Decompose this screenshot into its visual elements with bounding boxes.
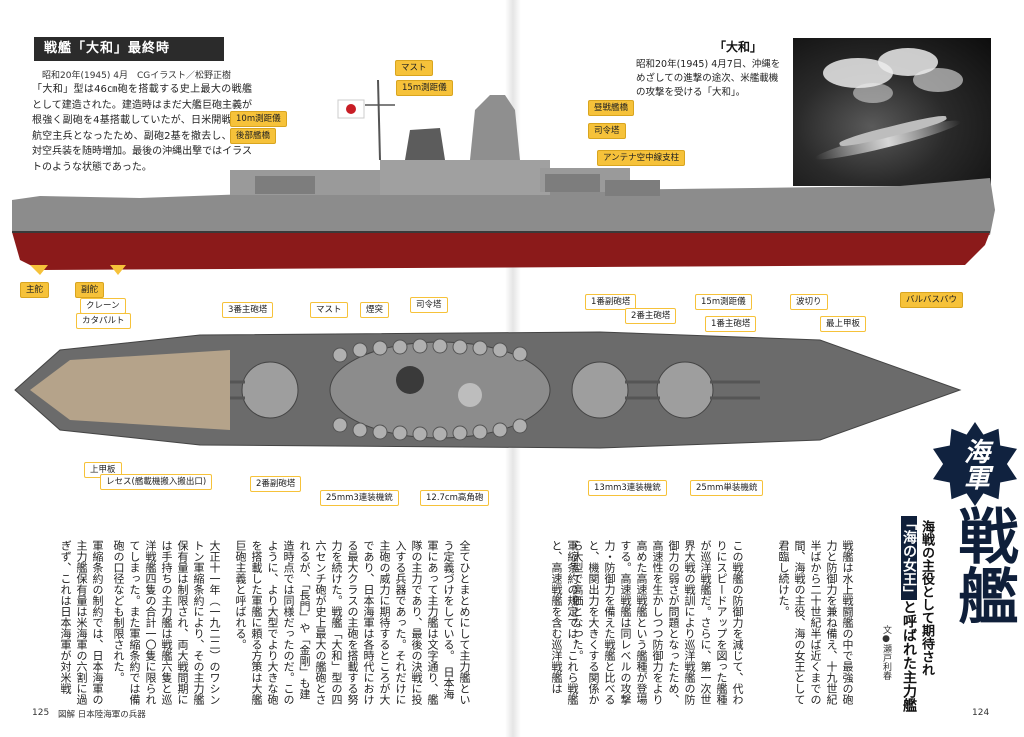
label-breakwater: 波切り <box>790 294 828 310</box>
illustration-credit: 昭和20年(1945) 4月 CGイラスト／松野正樹 <box>42 71 232 81</box>
tagline-rest: と呼ばれた主力艦 <box>901 600 917 712</box>
photo-title: 「大和」 <box>714 40 763 54</box>
photo-caption: 昭和20年(1945) 4月7日、沖縄をめざしての進撃の途次、米艦載機の攻撃を受… <box>636 59 781 98</box>
smoke-cloud <box>913 68 963 92</box>
kaigun-badge: 海軍 <box>933 422 1017 506</box>
label-mast: マスト <box>395 60 433 76</box>
badge-text: 海軍 <box>959 438 990 490</box>
label-crane: クレーン <box>80 298 126 314</box>
label-main-bridge: 昼戦艦橋 <box>588 100 635 116</box>
ship-side-view <box>12 79 995 275</box>
turret-2-side <box>545 174 600 192</box>
book-title: 図解 日本陸海軍の兵器 <box>58 710 146 720</box>
label-antenna-support: アンテナ空中線支柱 <box>597 150 686 166</box>
label-catapult: カタパルト <box>76 313 131 329</box>
diagram-title: 戦艦「大和」最終時 <box>34 37 224 61</box>
turret-3-side <box>255 176 315 194</box>
label-upper-deck: 最上甲板 <box>820 316 867 332</box>
label-aux-rudder: 副舵 <box>75 282 105 298</box>
label-command-tower: 司令塔 <box>588 123 626 139</box>
label-10m-rangefinder: 10m測距儀 <box>230 111 287 127</box>
feature-tagline-a: 海戦の主役として期待され <box>919 520 934 676</box>
label-15m-rangefinder: 15m測距儀 <box>396 80 453 96</box>
label-aa13-triple: 13mm3連装機銃 <box>588 480 667 496</box>
label-recess: レセス(艦載機搬入搬出口) <box>100 474 213 490</box>
body-column: この戦艦の防御力を減じて、代わりにスピードアップを図った艦種が巡洋戦艦だ。さらに… <box>571 540 744 705</box>
label-command-tower-top: 司令塔 <box>410 297 448 313</box>
turret-1-top <box>656 361 714 419</box>
bridge-top <box>458 383 482 407</box>
historical-photo <box>793 38 991 186</box>
label-sec-turret-1: 1番副砲塔 <box>585 294 637 310</box>
turret-1-side <box>605 180 660 196</box>
label-rear-bridge: 後部艦橋 <box>230 128 277 144</box>
label-bulbous-bow: バルバスバウ <box>900 292 964 308</box>
label-turret-1: 1番主砲塔 <box>705 316 757 332</box>
turret-2-top <box>571 361 629 419</box>
feature-title: 戦艦 <box>948 505 1018 625</box>
page-number-right: 124 <box>972 708 990 718</box>
mast-pole <box>377 79 381 161</box>
body-column: 戦艦は水上戦闘艦の中で最強の砲力と防御力を兼ね備え、十九世紀半ばから二十世紀半ば… <box>777 540 854 705</box>
aux-rudder <box>110 265 126 275</box>
mid-deckhouse <box>380 160 550 195</box>
smoke-cloud <box>853 83 893 103</box>
label-turret-2: 2番主砲塔 <box>625 308 677 324</box>
ship-top-view <box>14 331 962 449</box>
funnel-top <box>396 366 424 394</box>
label-aa25-single: 25mm単装機銃 <box>690 480 764 496</box>
aa-gun-cluster <box>332 338 528 442</box>
ensign-sun <box>346 104 356 114</box>
label-funnel: 煙突 <box>360 302 390 318</box>
feature-tagline-b: 「海の女王」と呼ばれた主力艦 <box>900 516 917 712</box>
turret-3-top <box>241 361 299 419</box>
intro-paragraph: 「大和」型は46㎝砲を搭載する史上最大の戦艦として建造された。建造時はまだ大艦巨… <box>32 84 252 173</box>
label-mast-top: マスト <box>310 302 348 318</box>
body-column: 軍縮条約の制約では、日本海軍の主力艦保有量は米海軍の六割に過ぎず、これは日本海軍… <box>59 540 104 705</box>
label-aa25-triple: 25mm3連装機銃 <box>320 490 399 506</box>
body-column: 大正十一年（一九二二）のワシントン軍縮条約により、その主力艦保有量は制限され、両… <box>112 540 221 705</box>
bridge-tower <box>470 95 520 160</box>
body-column: 全てひとまとめにして主力艦という定義づけをしている。 日本海軍にあって主力艦は文… <box>234 540 471 705</box>
page-number-left: 125 <box>32 708 50 718</box>
rudder <box>30 265 48 275</box>
label-sec-turret-2: 2番副砲塔 <box>250 476 302 492</box>
label-15m-rangefinder-top: 15m測距儀 <box>695 294 752 310</box>
aft-deck <box>30 350 230 430</box>
byline: 文●瀬戸利春 <box>881 625 891 680</box>
label-rudder: 主舵 <box>20 282 50 298</box>
tagline-highlight: 「海の女王」 <box>901 516 917 600</box>
hull-lower <box>12 232 990 270</box>
hull-upper <box>12 178 995 235</box>
body-column: 軍縮条約の規定では、これら戦艦と、高速戦艦を含む巡洋戦艦は <box>550 540 579 705</box>
label-aa127: 12.7cm高角砲 <box>420 490 490 506</box>
label-turret-3: 3番主砲塔 <box>222 302 274 318</box>
funnel <box>405 128 445 160</box>
